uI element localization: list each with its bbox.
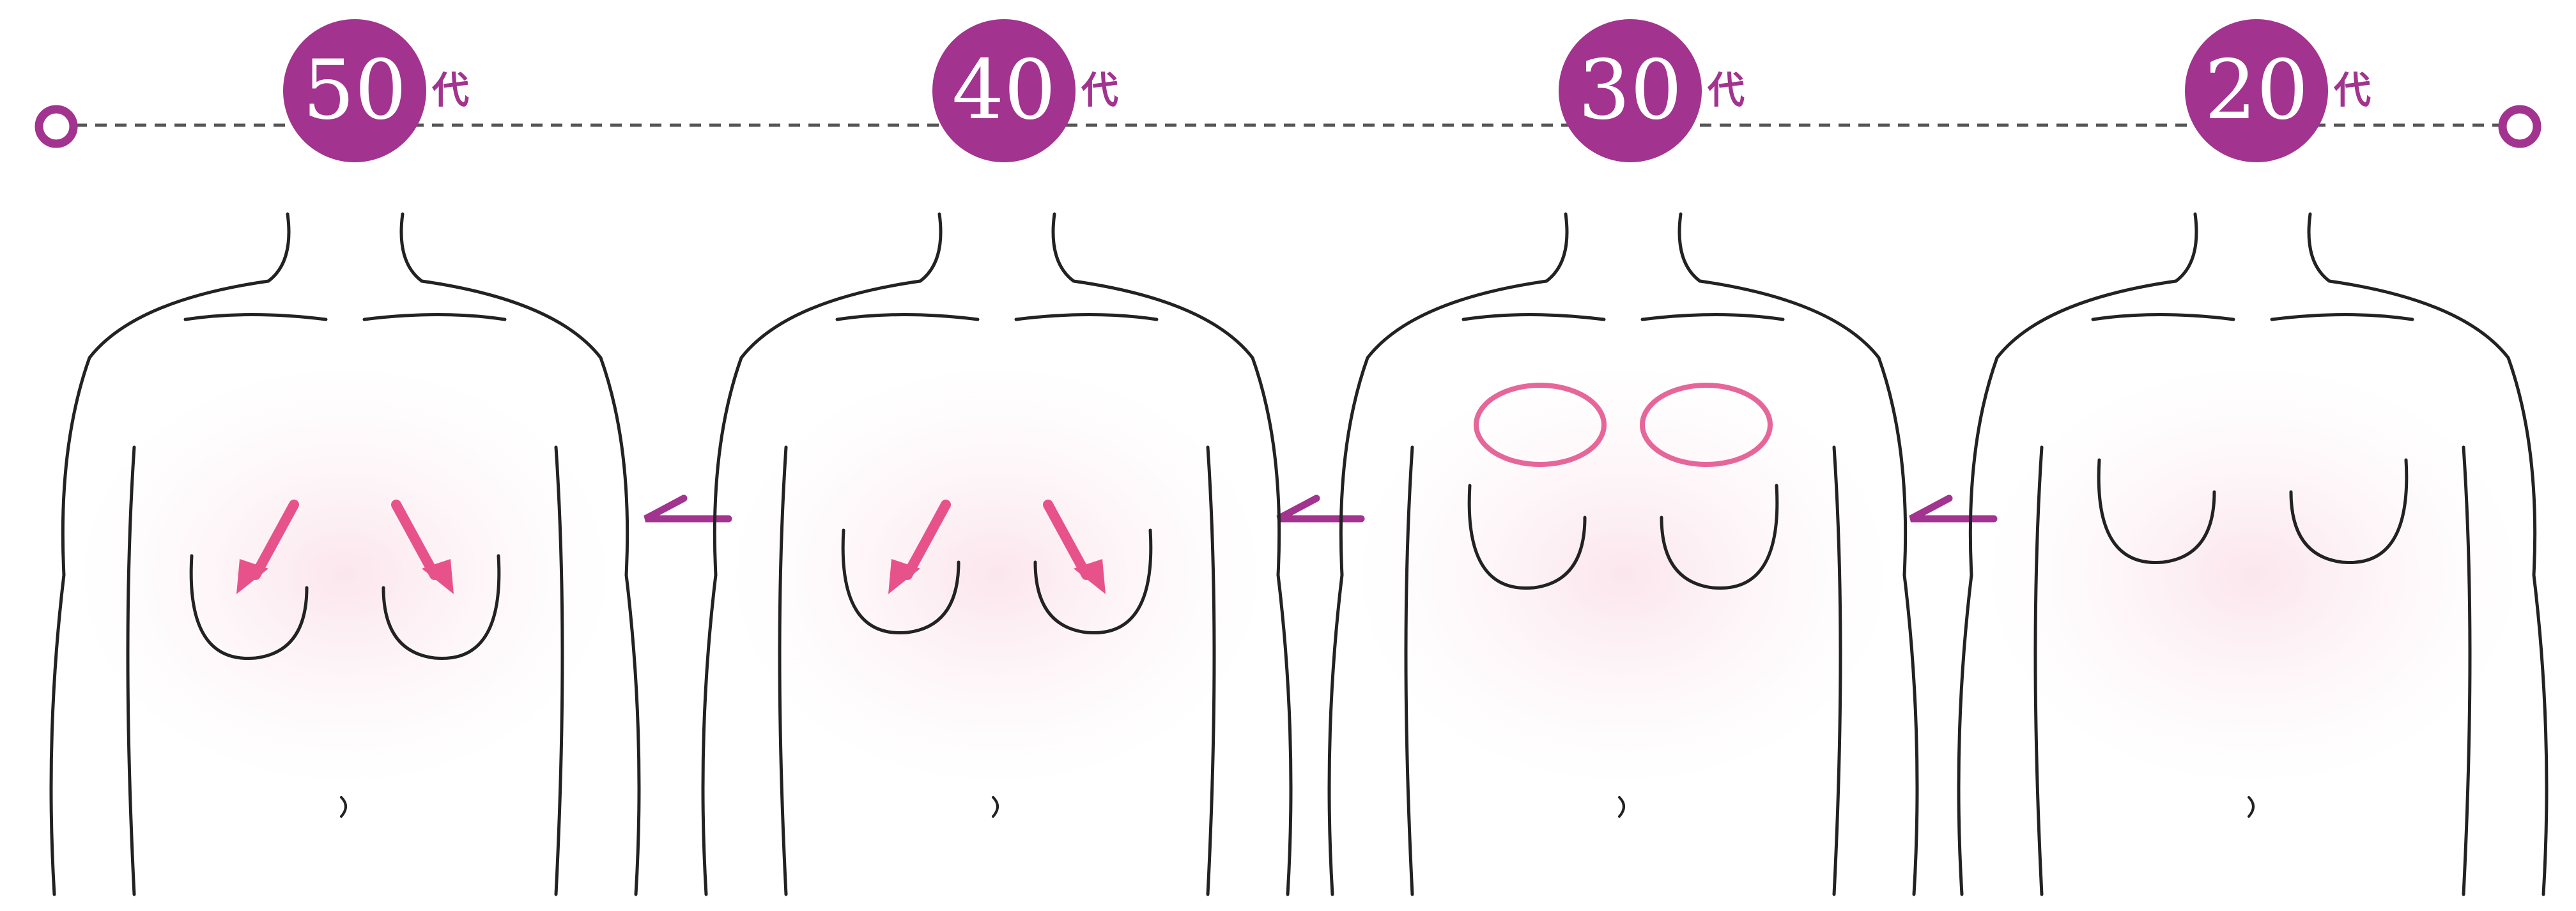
figure-collarbone-right (364, 315, 505, 320)
figure-neck-right (401, 214, 422, 281)
timeline-start-ring (39, 109, 73, 144)
progression-arrow-30-to-40 (1278, 498, 1361, 519)
figure-4 (1959, 214, 2547, 894)
era-suffix-20: 代 (2334, 72, 2371, 109)
figure-neck-right (1679, 214, 1700, 281)
figure-skin-tint (77, 364, 613, 786)
figure-navel (2249, 797, 2253, 816)
figure-navel (341, 797, 346, 816)
figures (51, 214, 2547, 894)
figure-skin-tint (1355, 364, 1892, 786)
figure-3 (1329, 214, 1917, 894)
figure-skin-tint (729, 364, 1265, 786)
figure-neck-left (1546, 214, 1567, 281)
age-number-30: 30 (1534, 50, 1726, 132)
figure-neck-left (2176, 214, 2196, 281)
figure-collarbone-right (1642, 315, 1783, 320)
figure-collarbone-left (837, 315, 978, 320)
figure-navel (1619, 797, 1624, 816)
age-number-50: 50 (259, 50, 451, 132)
figure-neck-left (268, 214, 289, 281)
era-suffix-50: 代 (432, 72, 469, 109)
figure-neck-right (1053, 214, 1074, 281)
figure-2 (703, 214, 1291, 894)
figure-collarbone-right (2272, 315, 2412, 320)
figure-skin-tint (1984, 364, 2521, 786)
figure-collarbone-left (185, 315, 326, 320)
era-suffix-30: 代 (1708, 72, 1745, 109)
figure-collarbone-left (2093, 315, 2233, 320)
figure-collarbone-right (1016, 315, 1157, 320)
timeline-end-ring (2503, 109, 2537, 144)
age-number-40: 40 (908, 50, 1100, 132)
progression-arrow-20-to-30 (1911, 498, 1994, 519)
figure-collarbone-left (1463, 315, 1604, 320)
figure-neck-left (920, 214, 941, 281)
figure-neck-right (2309, 214, 2329, 281)
age-number-20: 20 (2161, 50, 2352, 132)
figure-1 (51, 214, 639, 894)
figure-navel (993, 797, 998, 816)
era-suffix-40: 代 (1081, 72, 1118, 109)
